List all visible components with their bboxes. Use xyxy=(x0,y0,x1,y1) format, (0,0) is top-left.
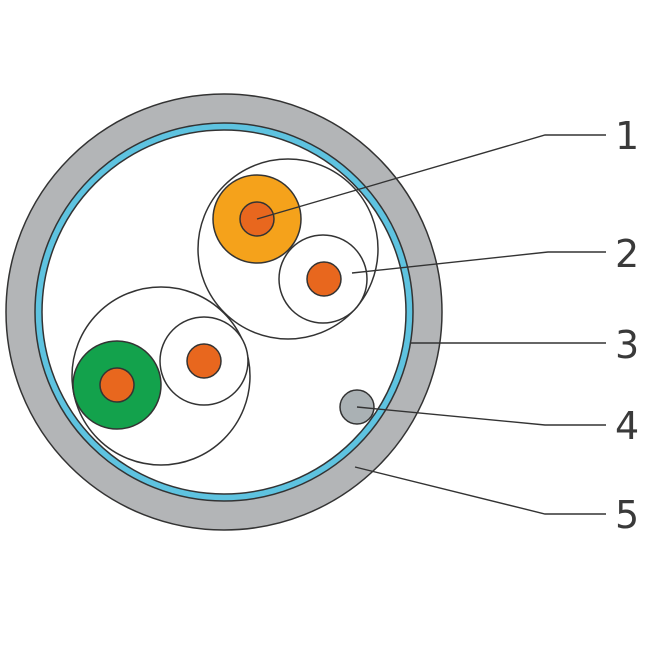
conductor-green-wire xyxy=(99,367,135,403)
callout-label-2: 2 xyxy=(615,232,639,276)
conductor-white-wire-lower xyxy=(186,343,222,379)
leader-line-4 xyxy=(356,406,606,426)
conductor-white-wire-upper xyxy=(306,261,342,297)
callout-label-5: 5 xyxy=(615,493,639,537)
leader-line-5 xyxy=(354,466,606,515)
callout-label-4: 4 xyxy=(615,404,639,448)
callout-label-1: 1 xyxy=(615,114,639,158)
leader-line-2 xyxy=(351,251,606,274)
callout-label-3: 3 xyxy=(615,323,639,367)
leader-line-1 xyxy=(256,134,606,220)
